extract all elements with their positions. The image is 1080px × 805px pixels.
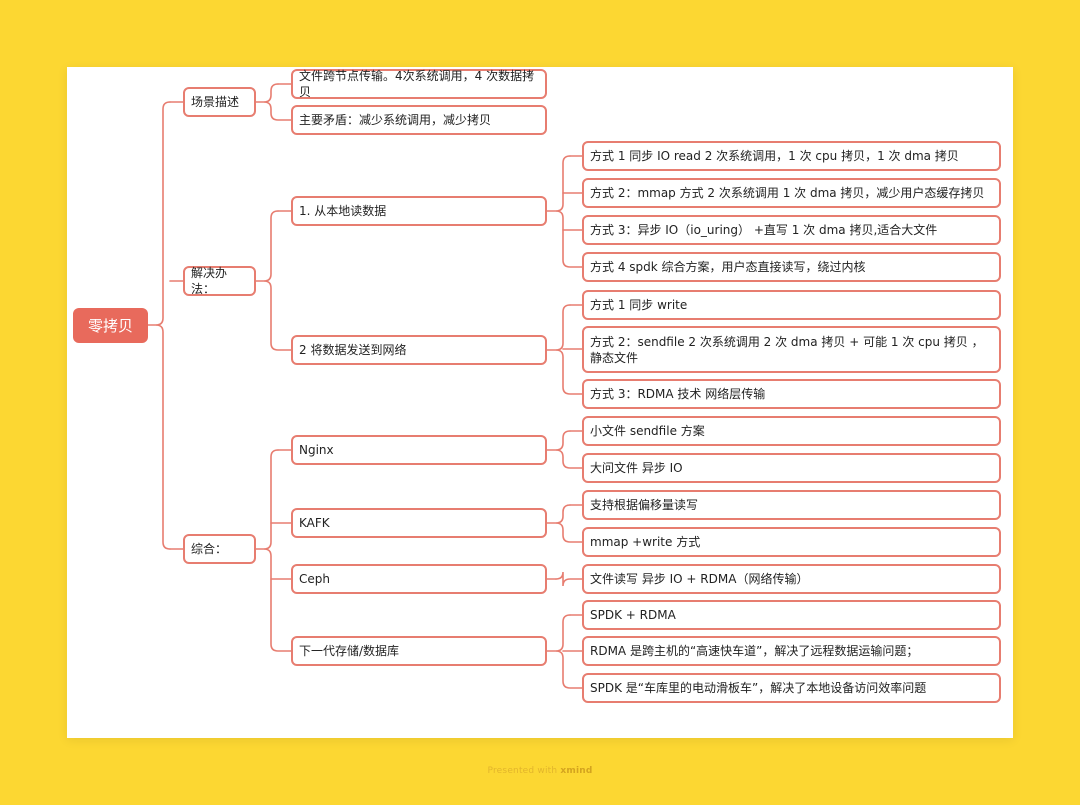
network-send-item-2[interactable]: 方式 2：sendfile 2 次系统调用 2 次 dma 拷贝 + 可能 1 …	[582, 326, 1001, 373]
root-topic[interactable]: 零拷贝	[73, 308, 148, 343]
local-read-item-2[interactable]: 方式 2：mmap 方式 2 次系统调用 1 次 dma 拷贝，减少用户态缓存拷…	[582, 178, 1001, 208]
ceph-item-1[interactable]: 文件读写 异步 IO + RDMA（网络传输）	[582, 564, 1001, 594]
kafka-item-1[interactable]: 支持根据偏移量读写	[582, 490, 1001, 520]
topic-local-read[interactable]: 1. 从本地读数据	[291, 196, 547, 226]
nextgen-item-2[interactable]: RDMA 是跨主机的“高速快车道”，解决了远程数据运输问题；	[582, 636, 1001, 666]
topic-scenario[interactable]: 场景描述	[183, 87, 256, 117]
topic-solutions[interactable]: 解决办法：	[183, 266, 256, 296]
network-send-item-1[interactable]: 方式 1 同步 write	[582, 290, 1001, 320]
nextgen-item-1[interactable]: SPDK + RDMA	[582, 600, 1001, 630]
topic-kafka[interactable]: KAFK	[291, 508, 547, 538]
nginx-item-2[interactable]: 大问文件 异步 IO	[582, 453, 1001, 483]
network-send-item-3[interactable]: 方式 3：RDMA 技术 网络层传输	[582, 379, 1001, 409]
local-read-item-4[interactable]: 方式 4 spdk 综合方案，用户态直接读写，绕过内核	[582, 252, 1001, 282]
nextgen-item-3[interactable]: SPDK 是“车库里的电动滑板车”，解决了本地设备访问效率问题	[582, 673, 1001, 703]
local-read-item-3[interactable]: 方式 3：异步 IO（io_uring） +直写 1 次 dma 拷贝,适合大文…	[582, 215, 1001, 245]
topic-ceph[interactable]: Ceph	[291, 564, 547, 594]
footer-prefix: Presented with	[487, 766, 558, 776]
nginx-item-1[interactable]: 小文件 sendfile 方案	[582, 416, 1001, 446]
kafka-item-2[interactable]: mmap +write 方式	[582, 527, 1001, 557]
topic-nextgen[interactable]: 下一代存储/数据库	[291, 636, 547, 666]
scenario-item-2[interactable]: 主要矛盾：减少系统调用，减少拷贝	[291, 105, 547, 135]
footer-credit: Presented with xmind	[0, 766, 1080, 776]
topic-nginx[interactable]: Nginx	[291, 435, 547, 465]
topic-summary[interactable]: 综合：	[183, 534, 256, 564]
scenario-item-1[interactable]: 文件跨节点传输。4次系统调用，4 次数据拷贝	[291, 69, 547, 99]
topic-network-send[interactable]: 2 将数据发送到网络	[291, 335, 547, 365]
xmind-brand[interactable]: xmind	[560, 766, 593, 776]
local-read-item-1[interactable]: 方式 1 同步 IO read 2 次系统调用，1 次 cpu 拷贝，1 次 d…	[582, 141, 1001, 171]
